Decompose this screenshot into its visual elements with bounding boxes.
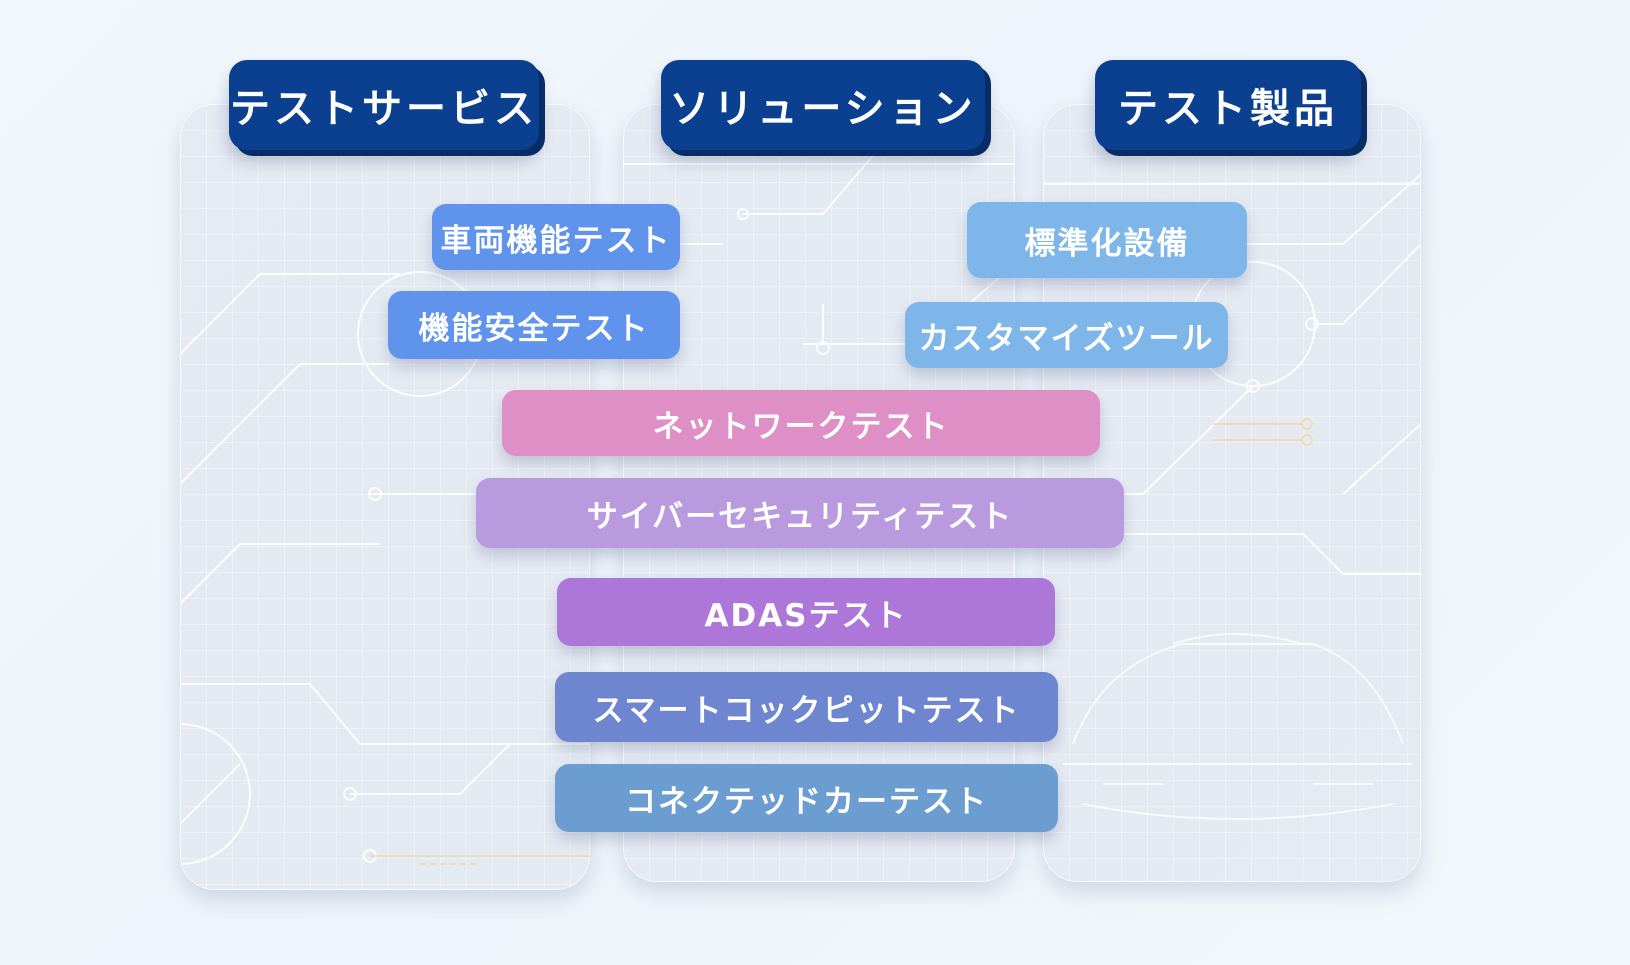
tag-standardized-equipment: 標準化設備: [967, 202, 1247, 278]
header-solutions: ソリューション: [661, 60, 985, 150]
header-test-services: テストサービス: [229, 60, 539, 150]
tag-smart-cockpit-test: スマートコックピットテスト: [555, 672, 1058, 742]
tag-connected-car-test: コネクテッドカーテスト: [555, 764, 1058, 832]
tag-vehicle-function-test: 車両機能テスト: [432, 204, 680, 270]
tag-cybersecurity-test: サイバーセキュリティテスト: [476, 478, 1124, 548]
tag-functional-safety-test: 機能安全テスト: [388, 291, 680, 359]
tag-network-test: ネットワークテスト: [502, 390, 1100, 456]
tag-custom-tools: カスタマイズツール: [905, 302, 1228, 368]
tag-adas-test: ADASテスト: [557, 578, 1055, 646]
car-outline: [1063, 633, 1413, 820]
header-test-products: テスト製品: [1095, 60, 1361, 150]
